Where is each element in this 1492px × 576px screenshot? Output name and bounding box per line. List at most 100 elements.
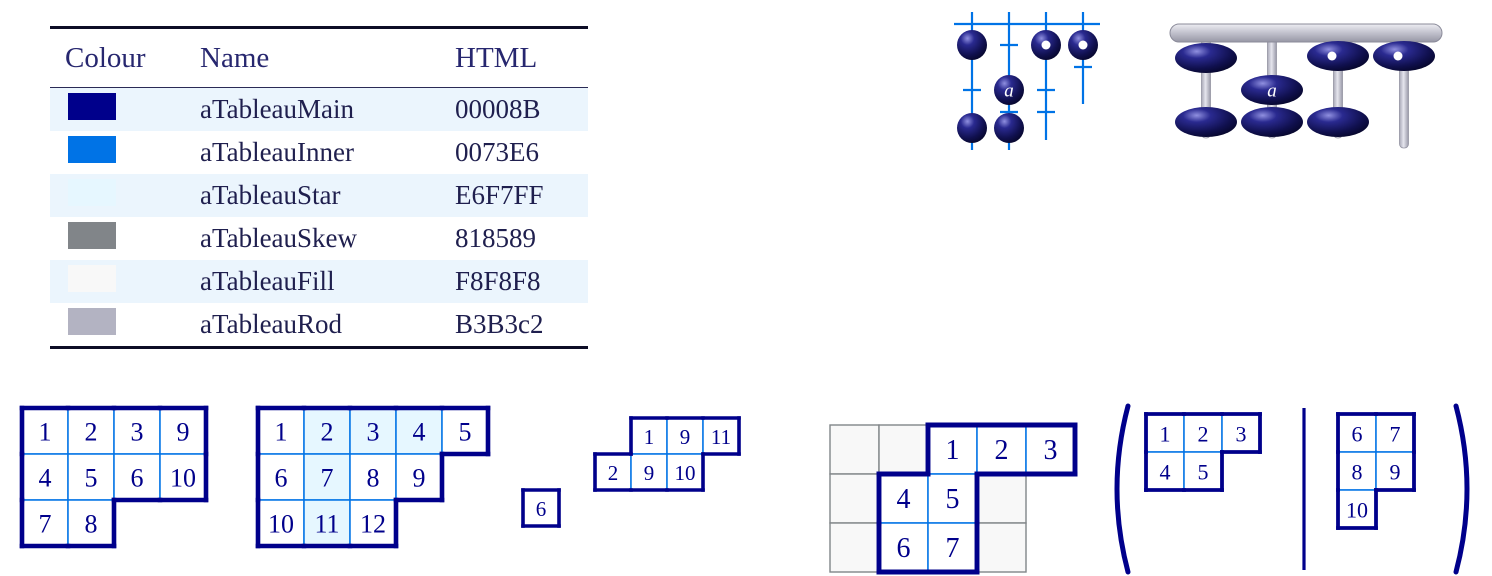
color-name: aTableauSkew bbox=[200, 223, 358, 253]
tableau-cell-value: 9 bbox=[177, 418, 190, 447]
tableau-cell bbox=[349, 407, 397, 455]
abacus-bead bbox=[1307, 107, 1369, 137]
pair-left-tableau: 1 2 3 4 5 bbox=[1144, 412, 1262, 492]
tableau-cell-value: 7 bbox=[946, 533, 960, 564]
abacus-bead bbox=[1241, 75, 1303, 105]
tableau-cell-value: 8 bbox=[85, 510, 98, 539]
color-hex: 818589 bbox=[455, 223, 536, 253]
tableau-cell bbox=[878, 473, 929, 524]
col-header-colour: Colour bbox=[65, 41, 146, 74]
color-hex: F8F8F8 bbox=[455, 266, 541, 296]
bead-dot bbox=[1041, 40, 1051, 50]
tableau-cell-value: 3 bbox=[1044, 435, 1058, 466]
skew-grid-cell bbox=[829, 522, 880, 573]
tableau-cell bbox=[349, 453, 397, 501]
abacus-bead bbox=[994, 75, 1024, 105]
color-hex: E6F7FF bbox=[455, 180, 544, 210]
tableau-cell bbox=[927, 473, 978, 524]
color-swatch bbox=[68, 178, 116, 206]
tableau-cell bbox=[630, 453, 668, 491]
tableau-cell-value: 1 bbox=[946, 435, 960, 466]
color-table-header: Colour Name HTML bbox=[50, 29, 588, 88]
tableau-cell-value: 1 bbox=[275, 418, 288, 447]
abacus-horizontal-figure: a bbox=[1169, 23, 1443, 149]
col-header-name: Name bbox=[200, 41, 270, 74]
tableau-cell bbox=[67, 499, 115, 547]
tableau-cell-value: 2 bbox=[321, 418, 334, 447]
tableau-cell-value: 5 bbox=[459, 418, 472, 447]
tableau-cell bbox=[1337, 451, 1377, 491]
skew-grid-cell bbox=[829, 473, 880, 524]
tableau-cell-value: 7 bbox=[39, 510, 52, 539]
bead-dot bbox=[1327, 51, 1337, 61]
tableau-cell-value: 9 bbox=[413, 464, 426, 493]
tableau-cell-value: 2 bbox=[85, 418, 98, 447]
abacus-bead bbox=[957, 30, 987, 60]
skew-grid-cell bbox=[976, 473, 1027, 524]
abacus-bead bbox=[957, 113, 987, 143]
color-swatch bbox=[68, 221, 116, 249]
color-row-aTableauStar: aTableauStar E6F7FF bbox=[50, 174, 588, 217]
color-table: Colour Name HTML aTableauMain 00008B aTabl… bbox=[50, 26, 588, 349]
color-swatch bbox=[68, 135, 116, 163]
tableau-cell-value: 10 bbox=[170, 464, 196, 493]
color-row-aTableauFill: aTableauFill F8F8F8 bbox=[50, 260, 588, 303]
tableau-cell bbox=[303, 453, 351, 501]
color-name: aTableauFill bbox=[200, 266, 335, 296]
tableau-cell-value: 7 bbox=[321, 464, 334, 493]
tableau-cell bbox=[927, 424, 978, 475]
tableau-cell-value: 3 bbox=[131, 418, 144, 447]
color-name: aTableauInner bbox=[200, 137, 355, 167]
abacus-bead bbox=[1175, 43, 1237, 73]
tableau-cell bbox=[395, 407, 443, 455]
abacus-bead bbox=[1241, 107, 1303, 137]
tableau-cell-value: 5 bbox=[946, 484, 960, 515]
tableau-cell-value: 2 bbox=[995, 435, 1009, 466]
tableau-cell-value: 2 bbox=[608, 461, 619, 485]
tableau-cell-value: 3 bbox=[1236, 422, 1247, 447]
abacus-bead bbox=[994, 113, 1024, 143]
tableau-cell-value: 11 bbox=[314, 510, 339, 539]
abacus-top-bar bbox=[1169, 23, 1443, 43]
tableau-cell-value: 1 bbox=[39, 418, 52, 447]
tableau-cell-value: 6 bbox=[275, 464, 288, 493]
tableau-cell-value: 4 bbox=[39, 464, 52, 493]
tableau-cell-value: 5 bbox=[1198, 460, 1209, 485]
abacus-bead bbox=[1373, 41, 1435, 71]
tableau-cell-value: 9 bbox=[680, 425, 691, 449]
tableau-cell-value: 1 bbox=[644, 425, 655, 449]
left-paren bbox=[1114, 403, 1131, 575]
tableau-cell-value: 10 bbox=[268, 510, 294, 539]
tableau-cell-value: 8 bbox=[1352, 460, 1363, 485]
tableau-cell-value: 1 bbox=[1160, 422, 1171, 447]
abacus-bead bbox=[1175, 107, 1237, 137]
tableau-cell-value: 7 bbox=[1390, 422, 1401, 447]
bead-label: a bbox=[1004, 81, 1014, 102]
tableau-cell-value: 3 bbox=[367, 418, 380, 447]
tableau-cell-value: 4 bbox=[413, 418, 426, 447]
tableau-cell bbox=[594, 453, 632, 491]
tableau-cell-value: 5 bbox=[85, 464, 98, 493]
color-name: aTableauStar bbox=[200, 180, 341, 210]
color-swatch bbox=[68, 264, 116, 292]
color-name: aTableauMain bbox=[200, 94, 355, 124]
tableau-cell bbox=[21, 499, 69, 547]
color-hex: B3B3c2 bbox=[455, 309, 544, 339]
tableau-cell-value: 6 bbox=[1352, 422, 1363, 447]
skew-grid-cell bbox=[878, 424, 929, 475]
color-hex: 00008B bbox=[455, 94, 541, 124]
tableau-cell-value: 2 bbox=[1198, 422, 1209, 447]
tableau-cell bbox=[1375, 451, 1415, 491]
color-swatch bbox=[68, 92, 116, 120]
tableau-cell-value: 11 bbox=[711, 425, 731, 449]
tableau-cell bbox=[1025, 424, 1076, 475]
tableau-cell-value: 4 bbox=[1160, 460, 1171, 485]
tableau-cell-value: 12 bbox=[360, 510, 386, 539]
